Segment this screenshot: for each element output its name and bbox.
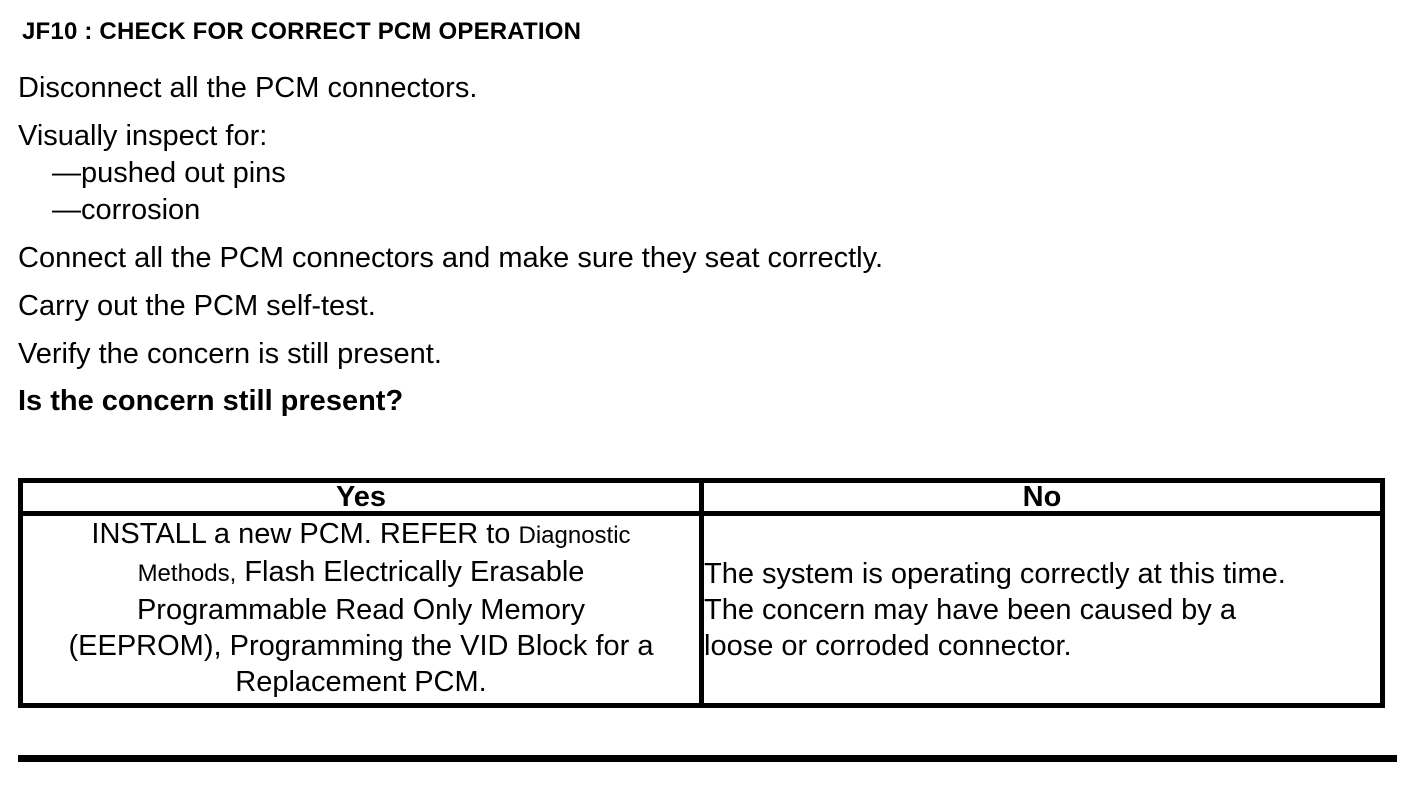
text-segment: The concern may have been caused by a: [704, 593, 1236, 626]
text-segment: Programmable Read Only Memory: [136, 594, 586, 626]
bottom-divider: [18, 755, 1397, 762]
text-segment: Methods,: [137, 560, 237, 587]
no-header-cell: No: [699, 478, 1385, 516]
text-segment: INSTALL a new PCM. REFER to: [91, 518, 519, 550]
inspect-item-pins: —pushed out pins: [52, 157, 286, 189]
text-segment: Flash Electrically Erasable: [236, 556, 585, 588]
text-segment: Replacement PCM.: [235, 666, 487, 698]
yes-header-cell: Yes: [18, 478, 704, 516]
step-verify: Verify the concern is still present.: [18, 338, 442, 370]
text-segment: loose or corroded connector.: [704, 629, 1072, 662]
text-segment: Diagnostic: [518, 522, 631, 549]
no-action-cell: The system is operating correctly at thi…: [699, 511, 1385, 708]
inspect-section: Visually inspect for: —pushed out pins —…: [18, 118, 1408, 229]
inspect-item-corrosion: —corrosion: [52, 194, 201, 226]
document-page: JF10 : CHECK FOR CORRECT PCM OPERATION D…: [18, 18, 1408, 762]
inspect-heading: Visually inspect for:: [18, 120, 268, 152]
decision-table-header-row: Yes No: [18, 478, 1385, 516]
step-selftest: Carry out the PCM self-test.: [18, 290, 376, 322]
step-disconnect: Disconnect all the PCM connectors.: [18, 72, 478, 104]
text-segment: (EEPROM), Programming the VID Block for …: [68, 630, 654, 662]
decision-question: Is the concern still present?: [18, 385, 404, 417]
step-connect: Connect all the PCM connectors and make …: [18, 242, 884, 274]
page-title: JF10 : CHECK FOR CORRECT PCM OPERATION: [22, 18, 582, 45]
text-segment: The system is operating correctly at thi…: [704, 557, 1286, 590]
decision-table: Yes No INSTALL a new PCM. REFER to Diagn…: [18, 478, 1385, 708]
